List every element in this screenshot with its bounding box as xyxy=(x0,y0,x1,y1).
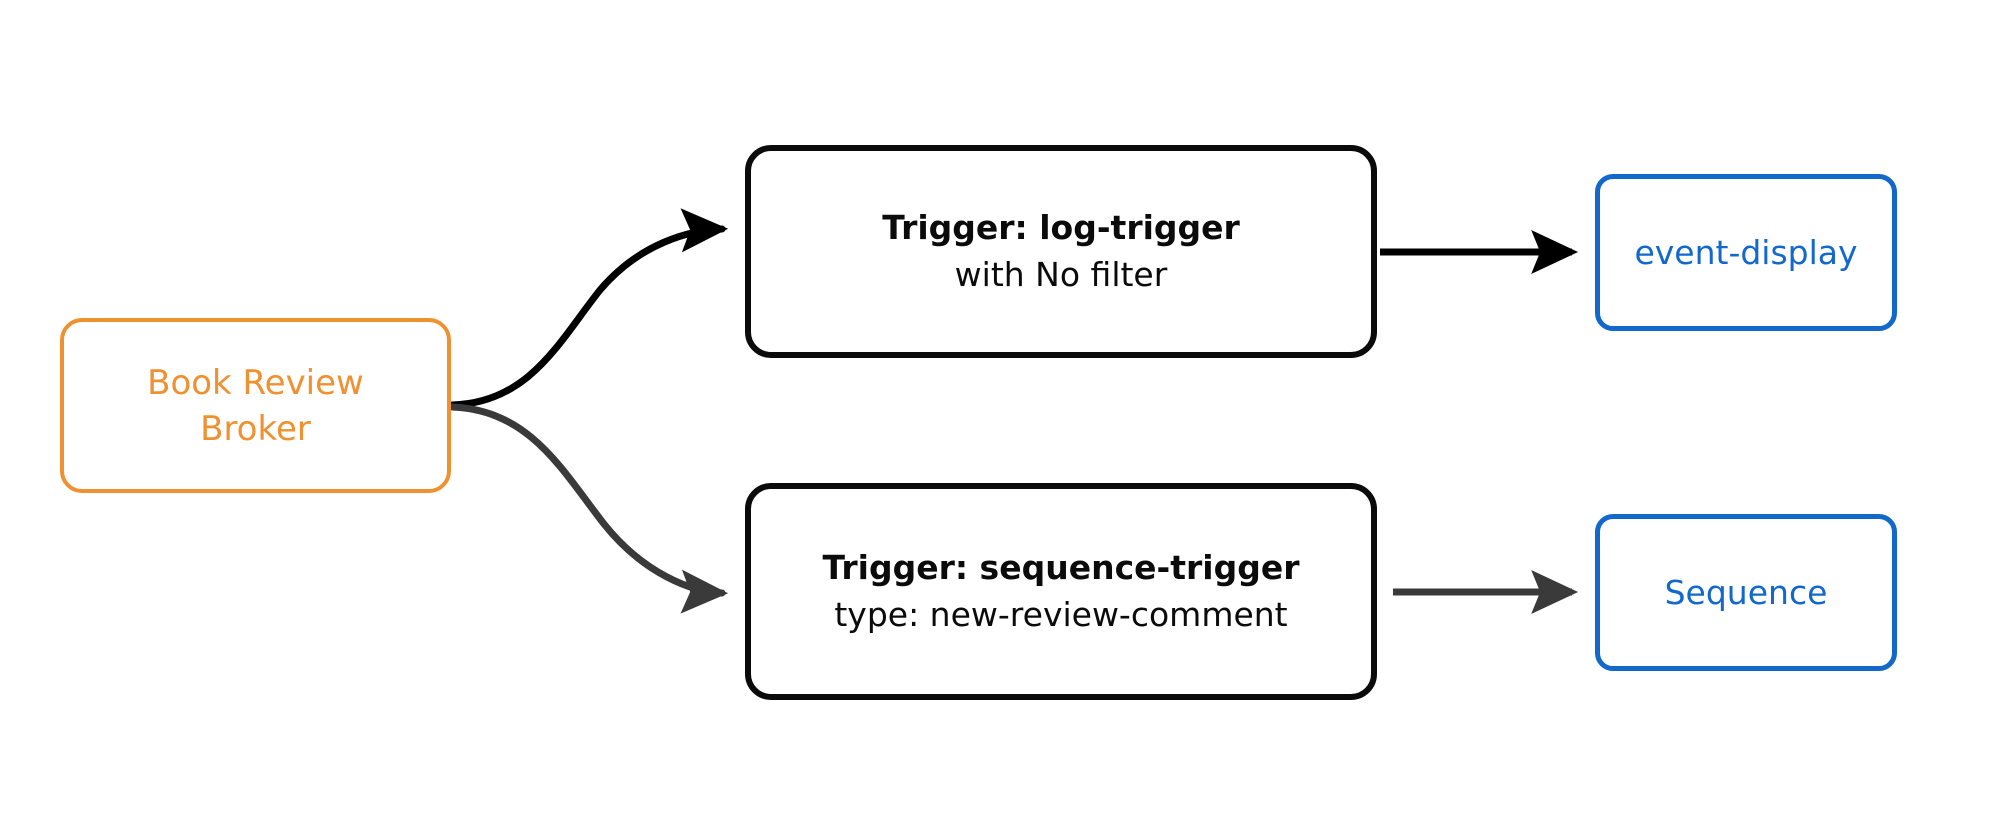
broker-label-line-2: Broker xyxy=(200,408,311,449)
edge-broker-to-log-trigger xyxy=(448,208,729,409)
trigger-log-subtitle: with No filter xyxy=(954,254,1168,294)
edge-broker-to-sequence-trigger xyxy=(448,403,729,614)
target-sequence-label: Sequence xyxy=(1664,572,1828,612)
broker-label-line-1: Book Review xyxy=(147,362,364,403)
trigger-sequence-subtitle: type: new-review-comment xyxy=(834,594,1288,634)
trigger-log-title: Trigger: log-trigger xyxy=(882,207,1240,247)
node-trigger-log-trigger[interactable]: Trigger: log-trigger with No filter xyxy=(745,145,1377,358)
target-event-display-label: event-display xyxy=(1634,232,1858,272)
trigger-sequence-title: Trigger: sequence-trigger xyxy=(822,547,1300,587)
node-target-event-display[interactable]: event-display xyxy=(1595,174,1897,331)
node-target-sequence[interactable]: Sequence xyxy=(1595,514,1897,671)
node-trigger-sequence-trigger[interactable]: Trigger: sequence-trigger type: new-revi… xyxy=(745,483,1377,700)
node-book-review-broker[interactable]: Book Review Broker xyxy=(60,318,451,493)
